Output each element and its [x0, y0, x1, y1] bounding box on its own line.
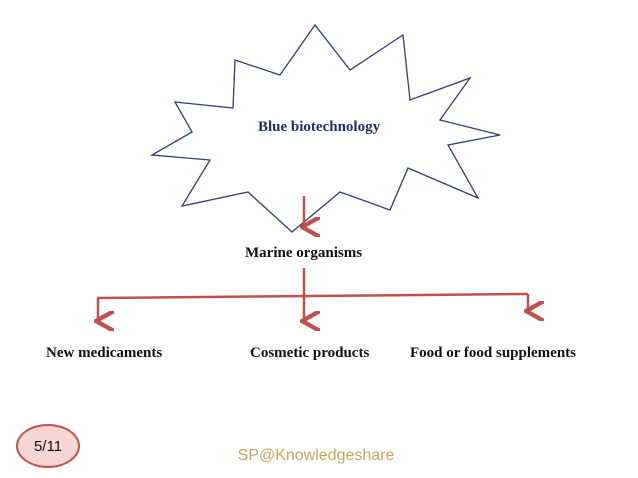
page-number-badge: 5/11 [16, 424, 80, 468]
page-number-text: 5/11 [33, 437, 63, 455]
leaf-label-cosmetics: Cosmetic products [250, 345, 370, 361]
burst-shape [149, 23, 501, 233]
leaf-label-food: Food or food supplements [410, 345, 576, 361]
footer-watermark: SP@Knowledgeshare [237, 447, 395, 464]
middle-node-label: Marine organisms [245, 245, 363, 261]
leaf-label-medicaments: New medicaments [46, 345, 163, 361]
connector-horizontal [96, 292, 529, 300]
root-node-label: Blue biotechnology [258, 119, 381, 135]
